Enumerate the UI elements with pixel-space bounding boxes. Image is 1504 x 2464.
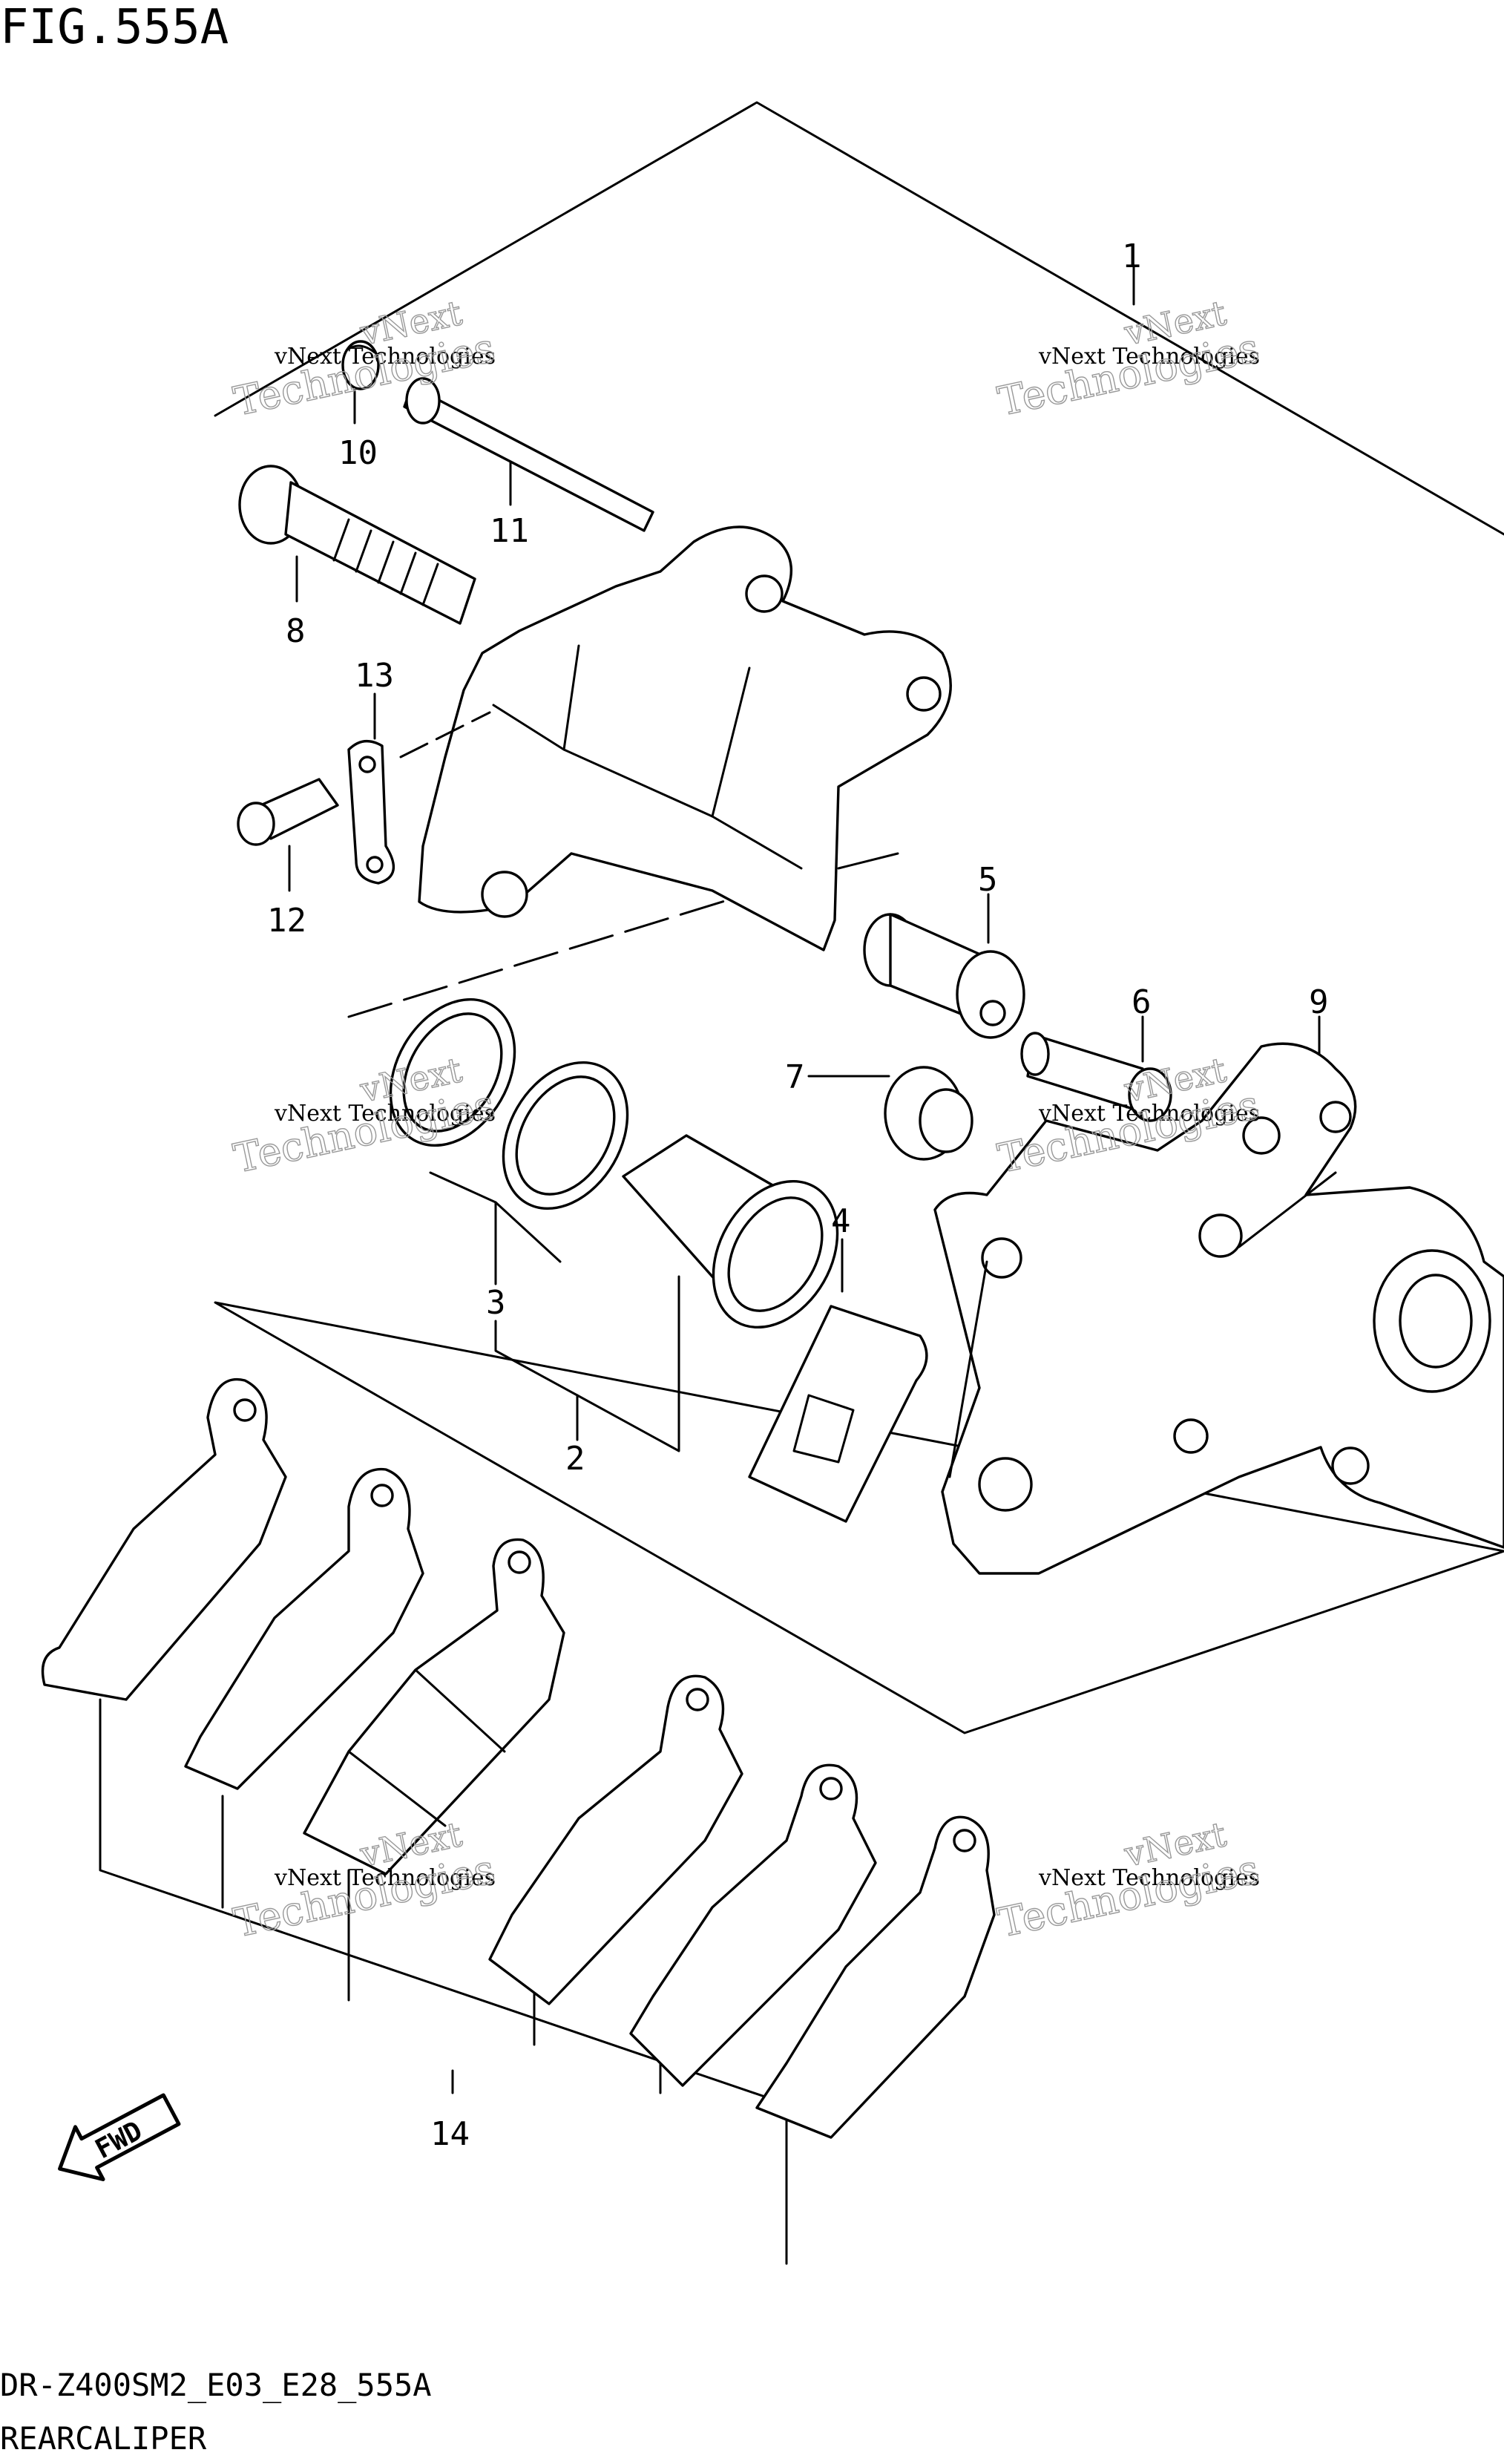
part-caliper-bracket — [933, 1042, 1504, 1575]
brake-pad-6 — [755, 1815, 996, 2139]
callout-1: 1 — [1122, 237, 1142, 275]
leader-3 — [429, 1171, 579, 1397]
svg-text:vNext Technologies: vNext Technologies — [274, 1865, 496, 1891]
leader-2 — [576, 1275, 680, 1452]
watermark: vNext Technologies vNext Technologies — [994, 292, 1264, 425]
part-caliper-bolt — [238, 465, 476, 625]
svg-text:vNext Technologies: vNext Technologies — [1038, 344, 1260, 370]
part-brake-pads — [41, 1378, 996, 2139]
part-caliper-body — [347, 525, 952, 1018]
callout-5: 5 — [978, 861, 998, 899]
figure-title: FIG.555A — [0, 0, 229, 55]
callout-10: 10 — [338, 434, 378, 472]
callout-6: 6 — [1132, 983, 1152, 1021]
svg-text:vNext Technologies: vNext Technologies — [274, 344, 496, 370]
watermark: vNext Technologies vNext Technologies — [229, 1049, 499, 1182]
part-bleed-screw — [237, 778, 339, 846]
svg-text:vNext Technologies: vNext Technologies — [274, 1101, 496, 1127]
brake-pad-3 — [303, 1538, 565, 1875]
svg-text:vNext Technologies: vNext Technologies — [1038, 1865, 1260, 1891]
fwd-direction-badge: FWD — [58, 2093, 181, 2181]
part-pad-spring — [748, 1305, 928, 1523]
callout-12: 12 — [267, 902, 306, 940]
watermark: vNext Technologies vNext Technologies — [994, 1813, 1264, 1947]
part-boot — [884, 1066, 973, 1161]
watermark: vNext Technologies vNext Technologies — [229, 1813, 499, 1947]
figure-caption: REARCALIPER — [0, 2420, 207, 2457]
callout-7: 7 — [785, 1058, 805, 1096]
brake-pad-2 — [184, 1467, 424, 1790]
part-pin-bolt — [403, 377, 654, 532]
callout-9: 9 — [1309, 983, 1329, 1021]
part-sleeve — [863, 913, 1025, 1039]
callout-numbers: 1 2 3 4 5 6 7 8 9 10 11 12 13 14 — [267, 237, 1329, 2153]
model-code: DR-Z400SM2_E03_E28_555A — [0, 2367, 432, 2403]
callout-11: 11 — [490, 512, 529, 550]
callout-8: 8 — [286, 612, 306, 650]
callout-4: 4 — [831, 1202, 851, 1240]
callout-14: 14 — [430, 2115, 470, 2153]
brake-pad-4 — [488, 1674, 743, 2005]
callout-3: 3 — [486, 1284, 506, 1322]
part-pin — [1020, 1032, 1172, 1122]
brake-pad-5 — [629, 1763, 877, 2087]
part-piston-seals — [389, 997, 839, 1329]
part-clip — [347, 739, 395, 885]
svg-text:vNext Technologies: vNext Technologies — [1038, 1101, 1260, 1127]
callout-13: 13 — [355, 657, 394, 695]
callout-2: 2 — [565, 1440, 585, 1478]
watermark: vNext Technologies vNext Technologies — [229, 292, 499, 425]
brake-pad-1 — [41, 1378, 287, 1701]
part-boot-cap — [341, 340, 380, 390]
